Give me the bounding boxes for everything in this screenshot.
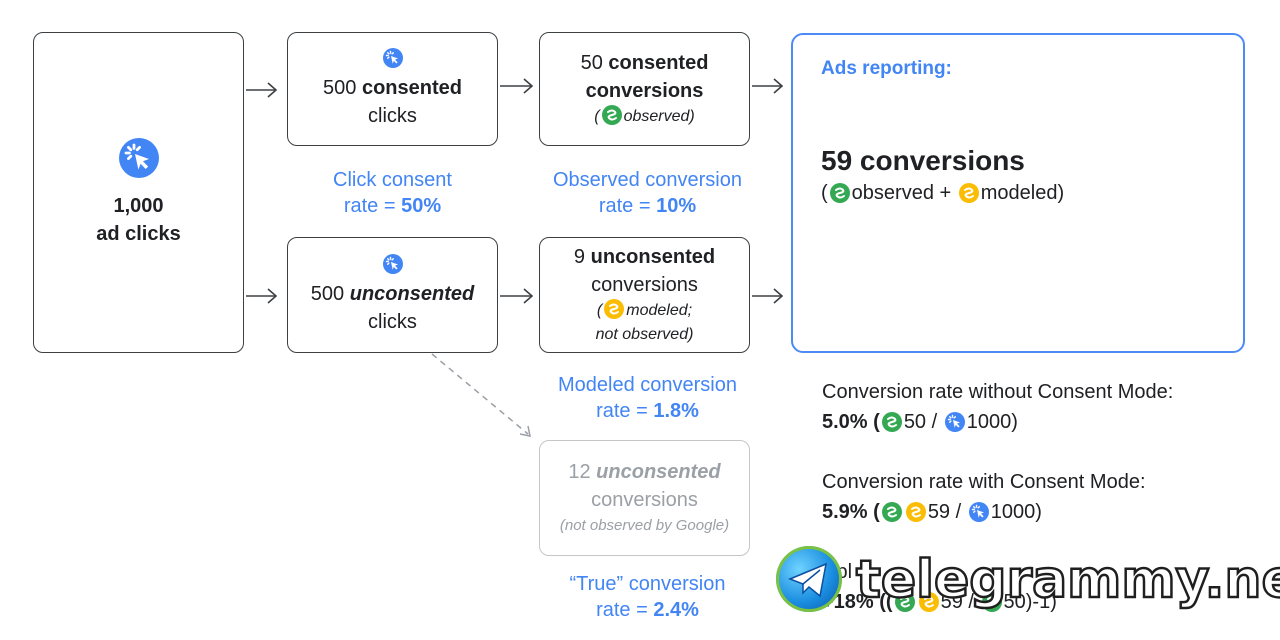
- arrow-to-unconsented-clicks: [246, 288, 278, 304]
- unconsented-conversions-line2: conversions: [591, 274, 698, 296]
- ads-sub-modeled: modeled): [980, 182, 1065, 204]
- consented-note-open: (: [594, 108, 600, 125]
- unconsented-conversions-bold: unconsented: [590, 246, 716, 268]
- ads-sub-observed: observed +: [851, 182, 952, 204]
- uplift-value: +18% ((: [822, 591, 893, 613]
- click-consent-line2: rate =: [343, 195, 402, 217]
- modeled-icon: [959, 183, 979, 203]
- ads-reporting-box: Ads reporting: 59 conversions ( observed …: [791, 33, 1245, 353]
- click-consent-line1: Click consent: [333, 169, 452, 191]
- rate-with-label: Conversion rate with Consent Mode:: [822, 471, 1146, 493]
- unconsented-clicks-box: 500 unconsented clicks: [287, 237, 498, 353]
- consented-conversions-count: 50: [580, 52, 603, 74]
- true-conversions-note: (not observed by Google): [559, 517, 730, 534]
- unconsented-clicks-bold: unconsented: [349, 283, 475, 305]
- modeled-value: 1.8%: [653, 400, 699, 422]
- modeled-caption: Modeled conversion rate = 1.8%: [529, 372, 766, 424]
- modeled-icon: [604, 299, 624, 319]
- consented-clicks-count: 500: [323, 77, 357, 99]
- arrow-to-consented-conversions: [500, 78, 534, 94]
- arrow-to-ads-reporting-top: [752, 78, 784, 94]
- unconsented-note-open: (: [596, 302, 603, 319]
- ad-clicks-box: 1,000 ad clicks: [33, 32, 244, 353]
- watermark: telegrammy.net: [776, 544, 1280, 634]
- observed-icon: [602, 105, 622, 125]
- modeled-icon: [906, 502, 926, 522]
- true-conversions-line2: conversions: [591, 489, 698, 511]
- unconsented-conversions-note2: not observed): [595, 326, 694, 343]
- rate-with-den: 1000): [990, 501, 1042, 523]
- ad-clicks-count: 1,000: [113, 194, 164, 217]
- true-line2: rate =: [596, 599, 654, 621]
- rate-without-consent: Conversion rate without Consent Mode: 5.…: [822, 377, 1173, 437]
- consented-clicks-suffix: clicks: [368, 105, 417, 127]
- ads-reporting-title: Ads reporting:: [821, 58, 952, 79]
- click-consent-value: 50%: [401, 195, 442, 217]
- consented-conversions-bold: consented: [608, 52, 709, 74]
- rate-without-num: 50 /: [903, 411, 938, 433]
- observed-icon: [830, 183, 850, 203]
- watermark-text: telegrammy.net: [855, 549, 1280, 612]
- consented-conversions-note: observed): [623, 108, 695, 125]
- click-icon: [383, 48, 403, 68]
- modeled-line2: rate =: [596, 400, 654, 422]
- consented-conversions-box: 50 consented conversions ( observed): [539, 32, 750, 146]
- true-value: 2.4%: [653, 599, 699, 621]
- true-line1: “True” conversion: [569, 573, 726, 595]
- consented-clicks-box: 500 consented clicks: [287, 32, 498, 146]
- uplift-num: 59 /: [940, 591, 974, 613]
- arrow-to-unconsented-conversions: [500, 288, 534, 304]
- unconsented-clicks-count: 500: [310, 283, 345, 305]
- consented-conversions-line2: conversions: [585, 80, 704, 102]
- rate-without-value: 5.0% (: [822, 411, 880, 433]
- rate-without-label: Conversion rate without Consent Mode:: [822, 381, 1174, 403]
- click-icon: [945, 412, 965, 432]
- click-icon: [383, 254, 403, 274]
- rate-with-num: 59 /: [927, 501, 962, 523]
- true-conversions-count: 12: [568, 461, 591, 483]
- modeled-line1: Modeled conversion: [558, 374, 737, 396]
- unconsented-conversions-count: 9: [573, 246, 586, 268]
- observed-value: 10%: [656, 195, 697, 217]
- consented-clicks-bold: consented: [361, 77, 462, 99]
- uplift-den: 50)-1): [1003, 591, 1057, 613]
- click-icon: [969, 502, 989, 522]
- dashed-arrow-to-true-conversions: [431, 353, 531, 437]
- unconsented-conversions-box: 9 unconsented conversions ( modeled; not …: [539, 237, 750, 353]
- observed-caption: Observed conversion rate = 10%: [529, 167, 766, 219]
- true-conversions-bold: unconsented: [596, 461, 721, 483]
- click-consent-caption: Click consent rate = 50%: [287, 167, 498, 219]
- rate-with-consent: Conversion rate with Consent Mode: 5.9% …: [822, 467, 1146, 527]
- observed-icon: [882, 502, 902, 522]
- arrow-to-ads-reporting-bottom: [752, 288, 784, 304]
- ad-clicks-label: ad clicks: [96, 222, 181, 245]
- rate-with-value: 5.9% (: [822, 501, 880, 523]
- true-caption: “True” conversion rate = 2.4%: [529, 571, 766, 623]
- click-icon: [119, 138, 159, 178]
- arrow-to-consented-clicks: [246, 82, 278, 98]
- true-conversions-box: 12 unconsented conversions (not observed…: [539, 440, 750, 556]
- observed-line1: Observed conversion: [553, 169, 742, 191]
- unconsented-conversions-note: modeled;: [626, 302, 693, 319]
- ads-reporting-headline: 59 conversions: [821, 145, 1025, 176]
- observed-icon: [882, 412, 902, 432]
- ads-sub-open: (: [821, 182, 828, 204]
- rate-without-den: 1000): [966, 411, 1018, 433]
- unconsented-clicks-suffix: clicks: [368, 311, 417, 333]
- observed-line2: rate =: [598, 195, 657, 217]
- telegram-globe-icon: [776, 546, 842, 612]
